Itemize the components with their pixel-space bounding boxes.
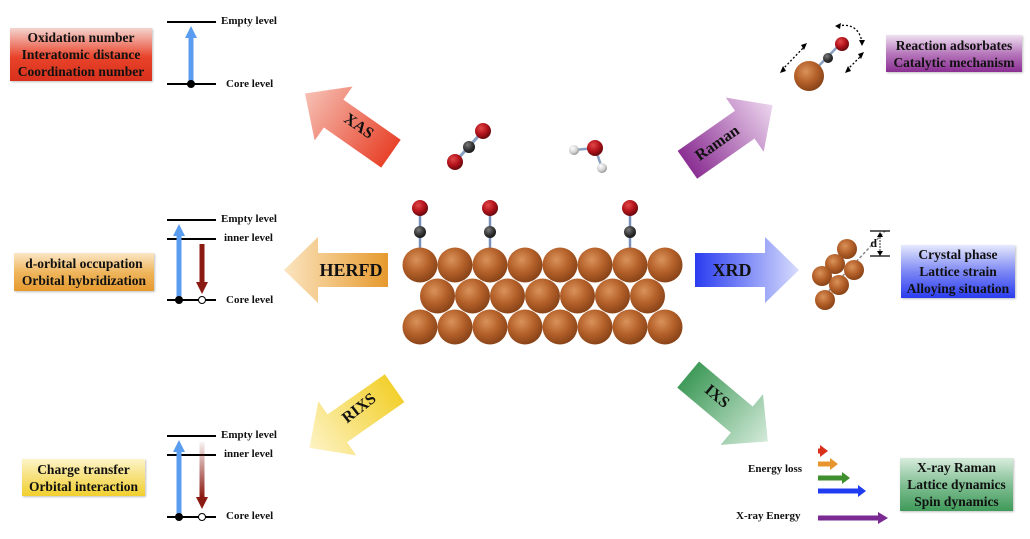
ixs-info-line: X-ray Raman — [916, 460, 997, 475]
rixs-arrow — [309, 374, 405, 456]
xas-info-line: Coordination number — [17, 64, 145, 79]
emission-arrow — [199, 442, 205, 497]
copper-atom — [402, 309, 438, 345]
co2-molecule — [447, 123, 491, 170]
core-electron — [187, 80, 195, 88]
xas-info-line: Oxidation number — [27, 30, 135, 45]
ixs-info-line: Spin dynamics — [914, 494, 999, 509]
xrd-info-line: Alloying situation — [906, 281, 1010, 296]
herfd-empty-level-label: Empty level — [221, 213, 277, 225]
ixs-info-box: X-ray Raman Lattice dynamics Spin dynami… — [900, 458, 1013, 511]
copper-atom — [577, 309, 613, 345]
raman-arrow — [677, 97, 773, 179]
raman-illustration — [780, 23, 865, 91]
xray-energy-label: X-ray Energy — [736, 510, 801, 522]
carbon-atom — [414, 226, 426, 238]
ixs-energy-arrows — [818, 445, 888, 524]
raman-info-line: Catalytic mechanism — [893, 54, 1015, 70]
xrd-info-box: Crystal phase Lattice strain Alloying si… — [901, 245, 1015, 298]
h2o-molecule — [569, 140, 607, 173]
copper-atom — [420, 278, 455, 314]
excitation-arrow-head — [185, 26, 197, 38]
copper-atom — [455, 278, 490, 314]
energy-loss-label: Energy loss — [748, 463, 803, 475]
ixs-info-line: Lattice dynamics — [907, 477, 1006, 492]
carbon-atom — [484, 226, 496, 238]
rixs-info-box: Charge transfer Orbital interaction — [22, 459, 145, 496]
xas-empty-level-label: Empty level — [221, 15, 277, 27]
rixs-info-line: Orbital interaction — [28, 478, 139, 494]
stretch-arrow — [846, 54, 863, 71]
copper-atom — [577, 247, 613, 283]
copper-surface — [402, 200, 683, 345]
copper-atom — [612, 247, 648, 283]
energy-loss-arrow — [818, 445, 828, 457]
rixs-info-line: Charge transfer — [37, 461, 130, 477]
copper-atom — [647, 247, 683, 283]
copper-atom — [630, 278, 665, 314]
ixs-arrow — [677, 361, 768, 445]
copper-atom — [647, 309, 683, 345]
copper-atom — [612, 309, 648, 345]
copper-atom — [542, 309, 578, 345]
oxygen-atom — [622, 200, 638, 216]
copper-atom — [507, 247, 543, 283]
core-hole — [198, 296, 206, 304]
xas-info-line: Interatomic distance — [21, 47, 141, 62]
copper-atom — [560, 278, 595, 314]
rixs-empty-level-label: Empty level — [221, 429, 277, 441]
rixs-energy-diagram — [167, 435, 216, 521]
herfd-info-line: d-orbital occupation — [25, 256, 143, 271]
herfd-core-level-label: Core level — [226, 294, 274, 306]
herfd-arrow-label: HERFD — [320, 260, 383, 280]
xrd-arrow-label: XRD — [713, 260, 752, 280]
copper-atom — [437, 309, 473, 345]
copper-atom — [490, 278, 525, 314]
xas-info-box: Oxidation number Interatomic distance Co… — [10, 28, 152, 81]
rixs-core-level-label: Core level — [226, 510, 274, 522]
bending-arrow — [837, 24, 863, 43]
spacing-d-label: d — [870, 236, 877, 250]
energy-loss-arrow — [818, 458, 838, 470]
copper-atom — [525, 278, 560, 314]
raman-info-line: Reaction adsorbates — [895, 37, 1013, 53]
xas-arrow — [304, 86, 401, 168]
copper-atom — [472, 309, 508, 345]
herfd-inner-level-label: inner level — [224, 232, 273, 244]
energy-loss-arrow — [818, 472, 850, 484]
stretch-arrow — [781, 45, 806, 71]
copper-atom — [437, 247, 473, 283]
copper-atom — [595, 278, 630, 314]
raman-info-box: Reaction adsorbates Catalytic mechanism — [886, 35, 1022, 72]
oxygen-atom — [412, 200, 428, 216]
rixs-inner-level-label: inner level — [224, 448, 273, 460]
xrd-info-line: Lattice strain — [919, 264, 997, 279]
xrd-arrow — [695, 237, 799, 303]
herfd-energy-diagram — [167, 219, 216, 304]
copper-atom — [507, 309, 543, 345]
xrd-info-line: Crystal phase — [918, 247, 998, 262]
herfd-arrow — [284, 237, 388, 303]
xas-energy-diagram — [167, 21, 216, 88]
copper-atom — [542, 247, 578, 283]
xas-core-level-label: Core level — [226, 78, 274, 90]
herfd-info-box: d-orbital occupation Orbital hybridizati… — [14, 253, 154, 291]
oxygen-atom — [482, 200, 498, 216]
copper-atom — [472, 247, 508, 283]
herfd-info-line: Orbital hybridization — [21, 273, 147, 288]
xray-energy-arrow — [818, 512, 888, 524]
carbon-atom — [624, 226, 636, 238]
energy-loss-arrow — [818, 485, 866, 497]
copper-atom — [402, 247, 438, 283]
xrd-illustration: d — [812, 230, 890, 310]
